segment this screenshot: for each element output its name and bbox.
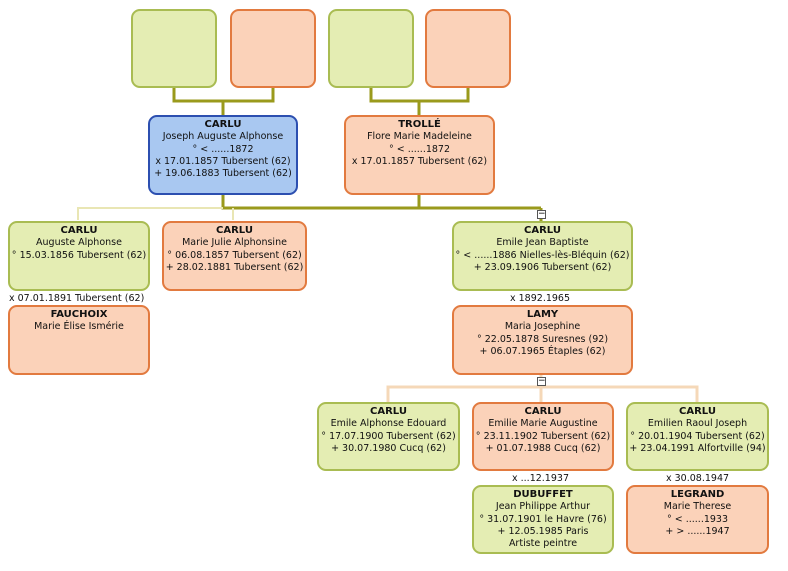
person-card-legrand[interactable]: LEGRAND Marie Therese ° < ......1933 + >… bbox=[626, 485, 769, 554]
birth-info: ° < ......1933 bbox=[666, 513, 729, 525]
person-card-emile-jean[interactable]: CARLU Emile Jean Baptiste ° < ......1886… bbox=[452, 221, 633, 291]
surname: CARLU bbox=[524, 406, 562, 417]
death-info: + > ......1947 bbox=[665, 525, 730, 537]
birth-info: ° < ......1872 bbox=[192, 143, 254, 155]
death-info: + 23.04.1991 Alfortville (94) bbox=[629, 442, 766, 454]
connector-light-left bbox=[77, 207, 223, 220]
marriage-label-auguste: x 07.01.1891 Tubersent (62) bbox=[9, 293, 145, 304]
connector-couple-children bbox=[221, 194, 541, 210]
person-card-fauchoix[interactable]: FAUCHOIX Marie Élise Ismérie bbox=[8, 305, 150, 375]
occupation: Artiste peintre bbox=[508, 538, 578, 550]
death-info: + 19.06.1883 Tubersent (62) bbox=[154, 168, 292, 180]
empty-maternal-grandmother[interactable] bbox=[425, 9, 511, 88]
empty-maternal-grandfather[interactable] bbox=[328, 9, 414, 88]
collapse-toggle-grandchildren[interactable]: − bbox=[537, 376, 546, 386]
given-name: Emile Alphonse Edouard bbox=[330, 418, 447, 430]
birth-info: ° 23.11.1902 Tubersent (62) bbox=[475, 430, 611, 442]
death-info: + 06.07.1965 Étaples (62) bbox=[479, 345, 606, 357]
birth-info: ° 15.03.1856 Tubersent (62) bbox=[11, 249, 147, 261]
birth-info: ° 17.07.1900 Tubersent (62) bbox=[321, 430, 456, 442]
person-card-joseph[interactable]: CARLU Joseph Auguste Alphonse ° < ......… bbox=[148, 115, 298, 195]
marriage-label-emilie: x ...12.1937 bbox=[512, 473, 569, 484]
given-name: Maria Josephine bbox=[504, 321, 581, 333]
person-card-flore[interactable]: TROLLÉ Flore Marie Madeleine ° < ......1… bbox=[344, 115, 495, 195]
given-name: Auguste Alphonse bbox=[36, 237, 122, 249]
surname: LAMY bbox=[526, 309, 559, 320]
person-card-lamy[interactable]: LAMY Maria Josephine ° 22.05.1878 Suresn… bbox=[452, 305, 633, 375]
death-info: + 01.07.1988 Cucq (62) bbox=[485, 442, 601, 454]
surname: DUBUFFET bbox=[513, 489, 573, 500]
connector-grandparents-left bbox=[172, 84, 275, 115]
marriage-info: x 17.01.1857 Tubersent (62) bbox=[351, 155, 488, 167]
surname: CARLU bbox=[60, 225, 98, 236]
connector-grandparents-right bbox=[369, 84, 470, 115]
surname: TROLLÉ bbox=[398, 119, 441, 130]
given-name: Jean Philippe Arthur bbox=[495, 501, 591, 513]
death-info: + 28.02.1881 Tubersent (62) bbox=[165, 261, 304, 273]
person-card-emilien[interactable]: CARLU Emilien Raoul Joseph ° 20.01.1904 … bbox=[626, 402, 769, 471]
marriage-info: x 17.01.1857 Tubersent (62) bbox=[155, 155, 291, 167]
given-name: Emilien Raoul Joseph bbox=[647, 418, 748, 430]
surname: CARLU bbox=[679, 406, 716, 417]
person-card-dubuffet[interactable]: DUBUFFET Jean Philippe Arthur ° 31.07.19… bbox=[472, 485, 614, 554]
surname: LEGRAND bbox=[670, 489, 725, 500]
birth-info: ° < ......1872 bbox=[388, 143, 451, 155]
marriage-label-emile: x 1892.1965 bbox=[510, 293, 571, 304]
birth-info: ° 06.08.1857 Tubersent (62) bbox=[167, 249, 302, 261]
marriage-label-emilien: x 30.08.1947 bbox=[666, 473, 730, 484]
person-card-emilie[interactable]: CARLU Emilie Marie Augustine ° 23.11.190… bbox=[472, 402, 614, 471]
given-name: Marie Élise Ismérie bbox=[34, 321, 124, 333]
given-name: Flore Marie Madeleine bbox=[367, 131, 472, 143]
birth-info: ° < ......1886 Nielles-lès-Bléquin (62) bbox=[455, 249, 630, 261]
birth-info: ° 20.01.1904 Tubersent (62) bbox=[630, 430, 765, 442]
given-name: Joseph Auguste Alphonse bbox=[162, 131, 284, 143]
birth-info: ° 22.05.1878 Suresnes (92) bbox=[476, 333, 609, 345]
surname: CARLU bbox=[204, 119, 242, 130]
given-name: Emilie Marie Augustine bbox=[488, 418, 598, 430]
death-info: + 30.07.1980 Cucq (62) bbox=[331, 442, 446, 454]
birth-info: ° 31.07.1901 le Havre (76) bbox=[479, 513, 607, 525]
given-name: Emile Jean Baptiste bbox=[496, 237, 589, 249]
surname: CARLU bbox=[370, 406, 407, 417]
given-name: Marie Therese bbox=[663, 501, 732, 513]
death-info: + 12.05.1985 Paris bbox=[497, 525, 589, 537]
empty-paternal-grandfather[interactable] bbox=[131, 9, 217, 88]
surname: CARLU bbox=[216, 225, 253, 236]
death-info: + 23.09.1906 Tubersent (62) bbox=[473, 261, 612, 273]
empty-paternal-grandmother[interactable] bbox=[230, 9, 316, 88]
person-card-auguste[interactable]: CARLU Auguste Alphonse ° 15.03.1856 Tube… bbox=[8, 221, 150, 291]
person-card-emile-alphonse[interactable]: CARLU Emile Alphonse Edouard ° 17.07.190… bbox=[317, 402, 460, 471]
person-card-marie-julie[interactable]: CARLU Marie Julie Alphonsine ° 06.08.185… bbox=[162, 221, 307, 291]
collapse-toggle-children[interactable]: − bbox=[537, 209, 546, 219]
surname: CARLU bbox=[524, 225, 561, 236]
surname: FAUCHOIX bbox=[50, 309, 108, 320]
given-name: Marie Julie Alphonsine bbox=[182, 237, 287, 249]
